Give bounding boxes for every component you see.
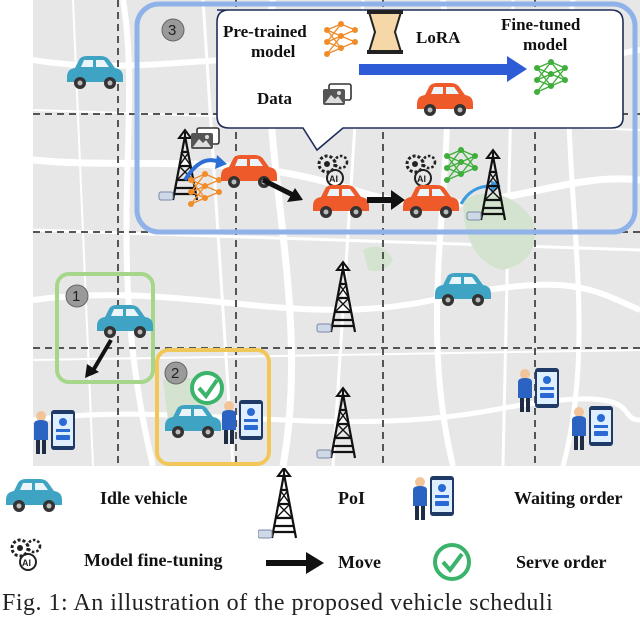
step-3-move-arrow-1	[261, 177, 297, 199]
legend-label-move: Move	[338, 552, 381, 572]
lora-arrow-head	[507, 56, 527, 82]
legend: Idle vehicle PoI Waiting order Model fin…	[0, 466, 640, 584]
legend-label-serve-order: Serve order	[516, 552, 607, 572]
step-3-number: 3	[168, 22, 176, 39]
step-3-group: 3 Pre-trained model LoRA Fine-tuned mode…	[134, 1, 638, 235]
step-2-group: 2	[155, 348, 271, 466]
lora-arrow-shaft	[359, 64, 509, 75]
car-icon	[6, 479, 62, 512]
data-label: Data	[257, 89, 292, 108]
legend-label-model-fine-tuning: Model fine-tuning	[84, 550, 223, 570]
step-1-arrowhead	[85, 364, 99, 378]
city-map-diagram: AI	[33, 0, 640, 466]
gears-ai-icon	[10, 538, 42, 572]
finetuned-label-line1: Fine-tuned	[501, 15, 581, 34]
step-3-box	[134, 1, 638, 235]
lora-hourglass-icon	[367, 10, 403, 54]
lora-speech-bubble	[216, 9, 624, 152]
step-1-move-arrow	[89, 338, 113, 376]
step-2-number: 2	[171, 365, 179, 382]
pretrained-label-line2: model	[251, 42, 296, 61]
step-1-box	[55, 272, 155, 384]
figure-caption: Fig. 1: An illustration of the proposed …	[2, 590, 554, 616]
legend-label-poi: PoI	[338, 488, 365, 508]
step-3-upload-arrow	[183, 158, 220, 182]
phone-user-icon	[413, 476, 454, 520]
finetuned-label-line2: model	[523, 35, 568, 54]
serve-check-icon	[190, 371, 224, 405]
legend-label-idle-vehicle: Idle vehicle	[100, 488, 188, 508]
legend-label-waiting-order: Waiting order	[514, 488, 623, 508]
lora-label: LoRA	[416, 28, 461, 47]
pretrained-label-line1: Pre-trained	[223, 22, 307, 41]
tower-icon	[258, 468, 298, 540]
step-1-group: 1	[55, 272, 155, 384]
check-circle-icon	[433, 543, 471, 581]
arrow-icon	[266, 552, 324, 574]
step-2-box	[155, 348, 271, 466]
step-1-number: 1	[72, 288, 80, 305]
